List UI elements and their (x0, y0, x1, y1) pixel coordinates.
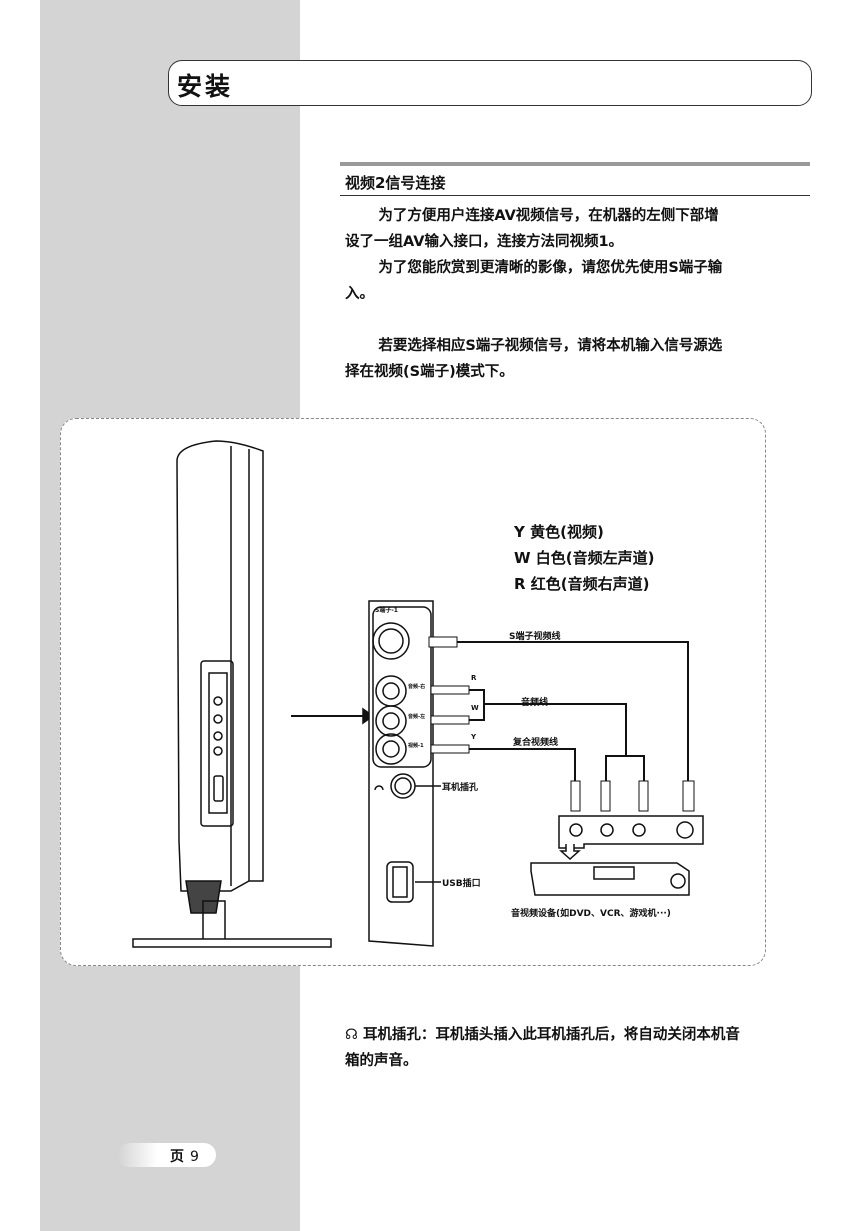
cables (428, 636, 695, 812)
usb-port-label: USB插口 (442, 879, 481, 889)
port-label-s: S端子-1 (375, 607, 398, 614)
connection-diagram: Y 黄色(视频) W 白色(音频左声道) R 红色(音频右声道) S端子-1 音… (60, 418, 766, 966)
tv-side-view (132, 440, 332, 948)
note-text: 耳机插头插入此耳机插孔后，将自动关闭本机音箱的声音。 (345, 1027, 740, 1069)
headphone-icon: ☊ (345, 1027, 363, 1043)
section-title: 视频2信号连接 (345, 174, 446, 192)
section-underline (340, 195, 810, 196)
marker-r: R (471, 674, 477, 682)
s-video-cable-label: S端子视频线 (509, 632, 561, 642)
legend-white: W 白色(音频左声道) (514, 549, 655, 567)
port-label-right: 音频-右 (408, 684, 426, 690)
paragraph: 若要选择相应S端子视频信号，请将本机输入信号源选择在视频(S端子)模式下。 (345, 338, 723, 380)
chapter-header: 安装 (168, 60, 812, 106)
legend-red: R 红色(音频右声道) (514, 575, 650, 593)
legend-yellow: Y 黄色(视频) (514, 523, 604, 541)
av-device (530, 815, 704, 896)
side-panel (368, 600, 441, 947)
port-label-left: 音频-左 (408, 714, 426, 720)
paragraph: 为了方便用户连接AV视频信号，在机器的左侧下部增设了一组AV输入接口，连接方法同… (345, 208, 719, 250)
device-caption: 音视频设备(如DVD、VCR、游戏机···) (511, 909, 671, 919)
page-label: 页 (170, 1149, 184, 1165)
audio-cable-label: 音频线 (521, 698, 549, 708)
port-label-video: 视频-1 (408, 743, 424, 749)
headphone-note: ☊ 耳机插孔：耳机插头插入此耳机插孔后，将自动关闭本机音箱的声音。 (345, 1022, 745, 1074)
headphone-jack-label: 耳机插孔 (442, 783, 479, 793)
chapter-title: 安装 (177, 72, 234, 101)
marker-y: Y (471, 733, 477, 741)
composite-cable-label: 复合视频线 (513, 738, 559, 748)
section-rule (340, 162, 810, 166)
note-label: 耳机插孔： (362, 1027, 436, 1043)
marker-w: W (471, 704, 479, 712)
paragraph: 为了您能欣赏到更清晰的影像，请您优先使用S端子输入。 (345, 260, 723, 302)
diagram-drawing (132, 440, 704, 948)
page-number: 9 (190, 1149, 199, 1165)
